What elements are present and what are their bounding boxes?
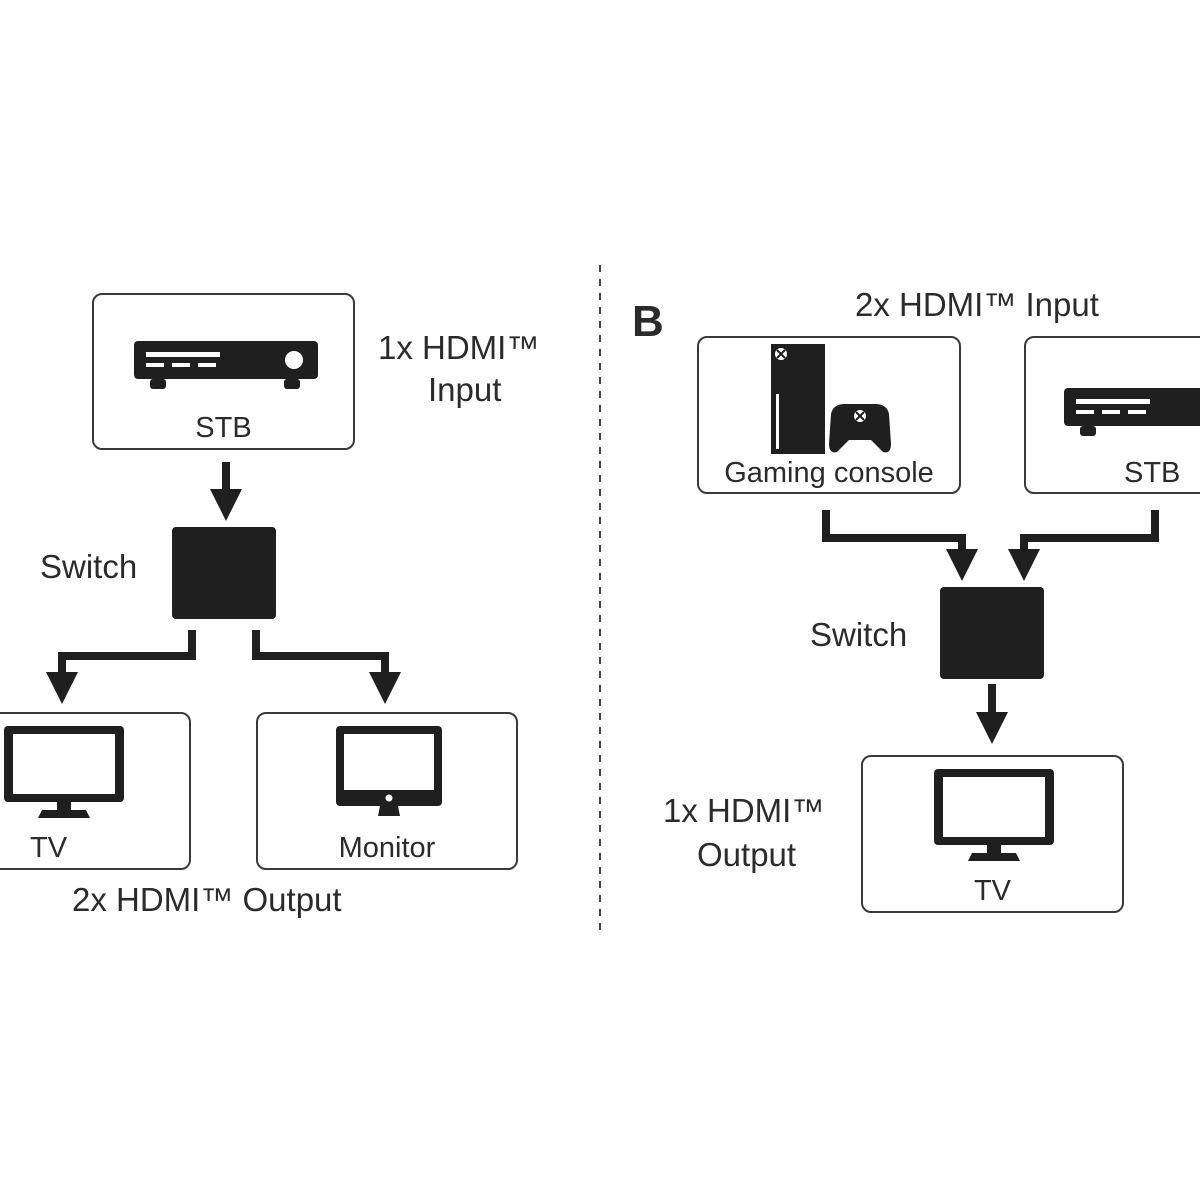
set-top-box-icon (1064, 388, 1200, 436)
monitor-icon (336, 726, 442, 816)
set-top-box-icon (134, 341, 318, 389)
gaming-console-box: Gaming console (697, 336, 961, 494)
monitor-label: Monitor (338, 832, 436, 864)
arrow-switch-to-tv (46, 630, 196, 704)
stb-label-b: STB (1124, 457, 1181, 489)
tv-label-b: TV (973, 875, 1012, 907)
output-label-b-line2: Output (697, 836, 797, 873)
arrow-console-to-switch (822, 510, 978, 581)
panel-b-letter: B (632, 297, 664, 346)
monitor-box: Monitor (256, 712, 518, 870)
switch-label: Switch (40, 548, 138, 585)
switch-label-b: Switch (810, 616, 908, 653)
gaming-console-label: Gaming console (724, 457, 934, 489)
switch-block-b (940, 587, 1044, 679)
tv-label: TV (30, 832, 68, 864)
input-label-b: 2x HDMI™ Input (855, 286, 1099, 323)
input-label-line1: 1x HDMI™ (378, 329, 540, 366)
tv-box-b: TV (861, 755, 1124, 913)
tv-box: TV (0, 712, 191, 870)
stb-box: STB (92, 293, 355, 450)
stb-label: STB (195, 412, 252, 444)
tv-icon (4, 726, 124, 818)
output-label: 2x HDMI™ Output (72, 881, 342, 918)
tv-icon (934, 769, 1054, 861)
arrow-stb-b-to-switch (1008, 510, 1159, 581)
input-label-line2: Input (428, 371, 502, 408)
stb-box-b: STB (1024, 336, 1200, 494)
gaming-console-icon (771, 344, 891, 454)
arrow-switch-to-monitor (252, 630, 401, 704)
output-label-b-line1: 1x HDMI™ (663, 792, 825, 829)
switch-block (172, 527, 276, 619)
